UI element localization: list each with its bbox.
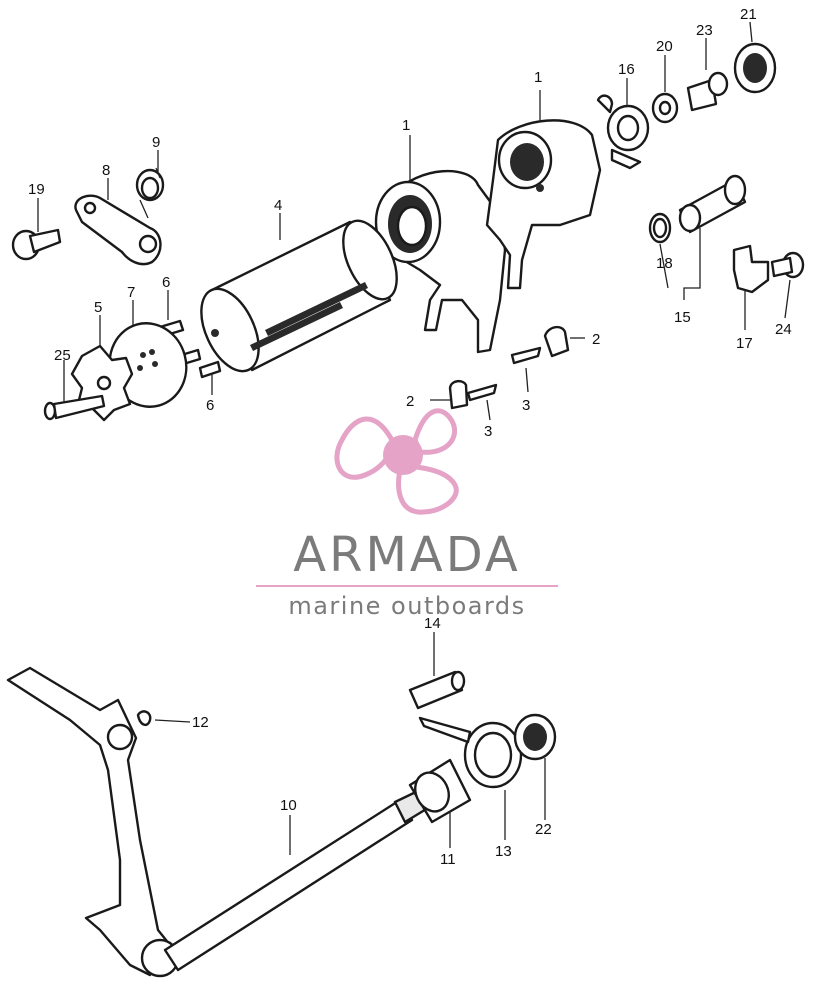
shift-fork-left	[374, 169, 507, 354]
callout-16: 16	[618, 61, 635, 78]
callout-11: 11	[440, 851, 456, 868]
callout-17: 17	[736, 335, 753, 352]
callout-2-left: 2	[406, 393, 414, 410]
bolt-24	[770, 251, 805, 279]
callout-20: 20	[656, 38, 673, 55]
plate-17	[732, 244, 770, 294]
spring-9	[135, 167, 165, 219]
cap-21	[733, 42, 777, 94]
shift-drum	[200, 219, 398, 373]
callout-6-bottom: 6	[206, 397, 214, 414]
callout-10: 10	[280, 797, 297, 814]
collar-11	[408, 758, 472, 824]
clip-12	[136, 710, 152, 727]
bolt-19	[11, 228, 62, 261]
callout-18: 18	[656, 255, 673, 272]
brand-divider	[256, 585, 558, 587]
callout-4: 4	[274, 197, 282, 214]
callout-6-top: 6	[162, 274, 170, 291]
callout-21: 21	[740, 6, 757, 23]
callout-12: 12	[192, 714, 209, 731]
callout-14: 14	[424, 615, 441, 632]
callout-labels: 1 1 2 2 3 3 4 5 6 6 7 8 9 10 11 12 13 14…	[28, 6, 792, 868]
propeller-icon	[334, 408, 459, 515]
shift-fork-right	[485, 119, 602, 290]
callout-19: 19	[28, 181, 45, 198]
callout-22: 22	[535, 821, 552, 838]
shaft-15	[648, 174, 747, 244]
callout-25: 25	[54, 347, 71, 364]
callout-7: 7	[127, 284, 135, 301]
callout-8: 8	[102, 162, 110, 179]
callout-23: 23	[696, 22, 713, 39]
callout-3-left: 3	[484, 423, 492, 440]
oil-seal-22	[513, 713, 557, 761]
callout-1-left: 1	[402, 117, 410, 134]
callout-9: 9	[152, 134, 160, 151]
shift-shaft	[163, 788, 430, 972]
stopper-ring-16	[596, 94, 650, 170]
guide-pin-caps	[448, 325, 570, 410]
shift-lever-arm	[6, 666, 180, 978]
callout-15: 15	[674, 309, 691, 326]
washer-20	[651, 92, 679, 124]
stopper-arm	[74, 194, 162, 266]
callout-13: 13	[495, 843, 512, 860]
brand-name: ARMADA	[293, 527, 521, 583]
pin-14	[408, 670, 466, 710]
callout-5: 5	[94, 299, 102, 316]
callout-2-right: 2	[592, 331, 600, 348]
callout-3-right: 3	[522, 397, 530, 414]
bolt-23	[686, 71, 729, 112]
callout-1-right: 1	[534, 69, 542, 86]
screw-25	[43, 394, 106, 421]
leader-lines	[37, 21, 791, 855]
brand-tagline: marine outboards	[288, 592, 526, 620]
return-spring-13	[418, 716, 523, 789]
callout-24: 24	[775, 321, 792, 338]
